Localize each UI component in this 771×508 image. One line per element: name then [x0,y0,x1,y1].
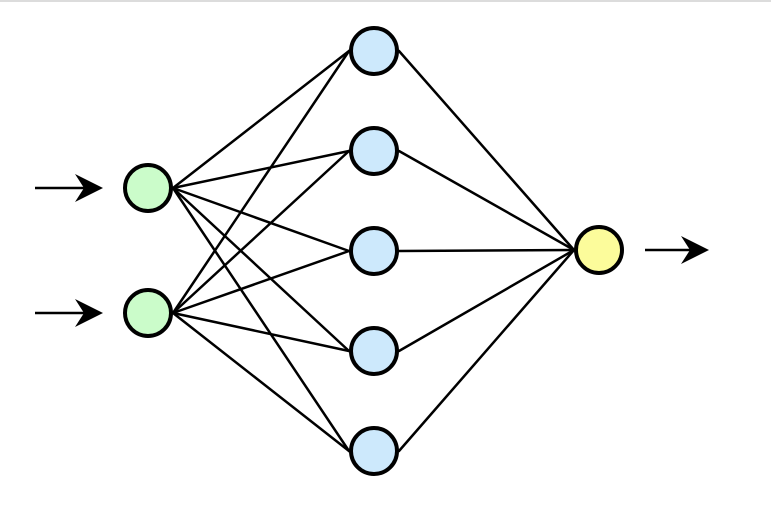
edge-in1-h2 [171,149,351,190]
edge-h5-out1 [397,248,576,453]
edge-h4-out1 [397,248,576,353]
output-arrow-head [681,236,709,264]
edge-in2-h2 [171,149,351,315]
edge-in2-h1 [171,49,351,315]
edge-in1-h1 [171,49,351,190]
input-arrow-1-head [75,174,103,202]
node-h4-hidden-layer [349,326,399,376]
edge-in1-h3 [171,186,351,253]
node-h1-hidden-layer [349,26,399,76]
edge-in2-h5 [171,311,351,453]
node-in1-input-layer [123,163,173,213]
edge-in1-h5 [171,186,351,453]
edge-in1-h4 [171,186,351,353]
node-h3-hidden-layer [349,226,399,276]
edge-h2-out1 [397,149,576,252]
edge-h1-out1 [397,49,576,252]
input-arrow-2-head [75,299,103,327]
edge-in2-h4 [171,311,351,353]
node-out1-output-layer [574,225,624,275]
node-in2-input-layer [123,288,173,338]
edge-in2-h3 [171,249,351,315]
window-top-edge [0,0,771,2]
node-h2-hidden-layer [349,126,399,176]
node-h5-hidden-layer [349,426,399,476]
edge-h3-out1 [397,248,576,253]
